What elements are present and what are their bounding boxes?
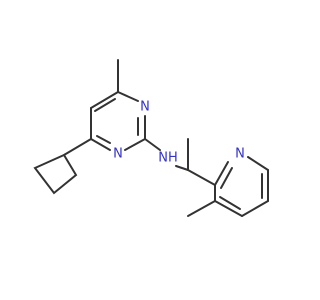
bond-c6-n1	[90, 138, 111, 151]
bond-py-c5-c4	[241, 200, 269, 217]
bond-py-c4-c3	[214, 200, 243, 217]
bond-c4-c5	[90, 91, 119, 109]
bond-c6-n1-double	[96, 135, 111, 144]
cyclobutyl-ring	[33, 153, 78, 195]
atom-amine-nh: NH	[158, 151, 178, 166]
bond-py-c2-n-double	[220, 167, 233, 189]
structure-canvas: N N NH N	[33, 59, 269, 217]
bond-n1-c2	[124, 138, 146, 151]
atom-pyridine-n: N	[235, 147, 245, 162]
bond-c4-c5-double	[94, 98, 116, 112]
bond-py-c4-c3-double	[219, 196, 241, 210]
bond-py-n-c6	[247, 156, 269, 171]
bond-nh-ch	[175, 165, 189, 171]
bond-n3-c4	[117, 91, 139, 102]
molecule-structure: N N NH N	[33, 59, 269, 217]
bond-py-c2-n	[214, 161, 229, 186]
bond-ch-pyridine	[187, 169, 216, 186]
bond-c2-nh	[144, 138, 161, 151]
bond-c6-cyclobutyl	[63, 138, 92, 156]
bond-methyl-pyridine	[187, 200, 216, 217]
atom-pyrimidine-n3: N	[140, 100, 150, 115]
atom-pyrimidine-n1: N	[113, 147, 123, 162]
